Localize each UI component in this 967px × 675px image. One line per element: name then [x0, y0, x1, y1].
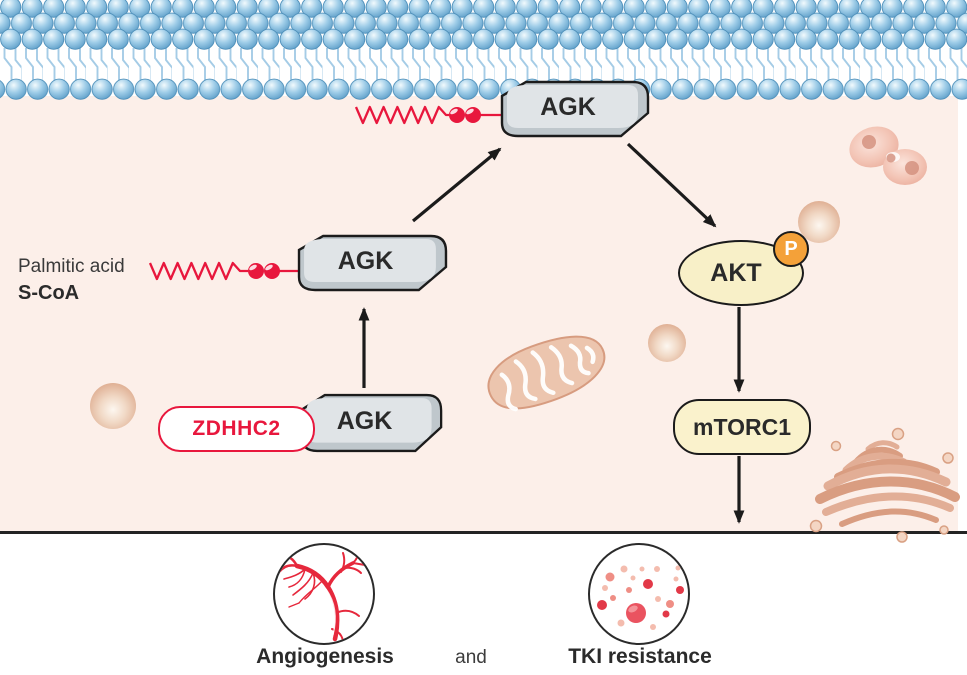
vesicle-icon	[648, 324, 686, 362]
akt-label: AKT	[710, 258, 762, 287]
agk-label: AGK	[540, 92, 596, 121]
zdhhc2-label: ZDHHC2	[192, 417, 281, 440]
and-caption: and	[455, 647, 487, 668]
mitochondrion-icon	[487, 335, 606, 412]
palmitic-acid-label: Palmitic acid S-CoA	[18, 255, 125, 306]
palmitic-acid-text: Palmitic acid	[18, 256, 125, 277]
phospho-badge: P	[773, 231, 809, 267]
zdhhc2-node: ZDHHC2	[158, 406, 315, 452]
arrow-agk-to-akt	[626, 142, 717, 228]
vesicle-icon	[798, 201, 840, 243]
agk-node-palmitoylated: AGK	[296, 234, 449, 292]
golgi-icon	[809, 427, 960, 543]
palmitic-acid-chain-icon	[148, 261, 298, 281]
phospho-label: P	[784, 237, 798, 260]
lipid-bilayer-icon	[0, 0, 967, 100]
s-coa-text: S-CoA	[18, 281, 80, 304]
agk-node-membrane: AGK	[499, 80, 651, 138]
endosome-icon	[849, 126, 927, 185]
mtorc1-label: mTORC1	[693, 413, 791, 440]
angiogenesis-icon	[273, 543, 375, 645]
vesicle-icon	[90, 383, 136, 429]
cell-boundary-line	[0, 531, 967, 534]
tki-resistance-caption: TKI resistance	[568, 645, 712, 668]
agk-shape	[300, 393, 443, 453]
agk-shape	[500, 80, 650, 138]
agk-label: AGK	[336, 406, 393, 435]
agk-label: AGK	[337, 246, 394, 275]
angiogenesis-caption: Angiogenesis	[256, 645, 394, 668]
mtorc1-node: mTORC1	[673, 399, 811, 455]
agk-shape	[297, 234, 448, 292]
tki-resistance-icon	[588, 543, 690, 645]
arrow-agk-to-membrane	[411, 147, 502, 223]
blood-vessels-icon	[277, 549, 366, 642]
palmitic-acid-chain-icon	[354, 105, 501, 125]
cancer-cell-dots-icon	[597, 565, 684, 630]
cell-interior	[0, 96, 958, 533]
agk-node-basal: AGK	[299, 393, 444, 453]
